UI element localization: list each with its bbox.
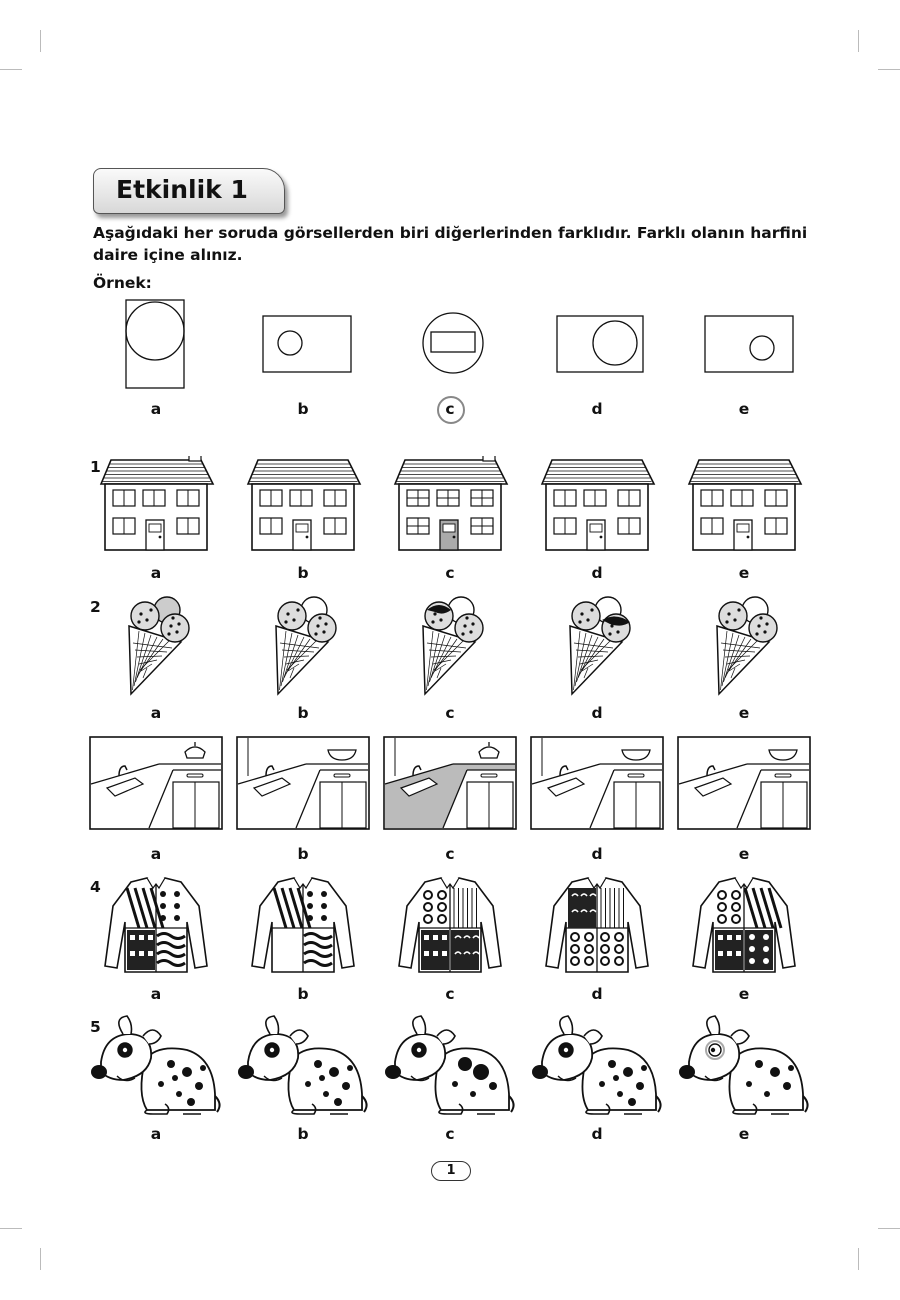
option-label[interactable]: e: [738, 845, 750, 863]
example-shape-a[interactable]: [120, 298, 190, 390]
kitchen-picture[interactable]: [383, 736, 517, 834]
dog-picture[interactable]: [528, 1014, 666, 1122]
dog-picture[interactable]: [234, 1014, 372, 1122]
dog-picture[interactable]: [87, 1014, 225, 1122]
house-picture[interactable]: [681, 456, 807, 558]
activity-title: Etkinlik 1: [116, 175, 248, 204]
option-label[interactable]: e: [738, 985, 750, 1003]
example-option-label[interactable]: a: [150, 400, 162, 418]
ice-cream-picture[interactable]: [266, 596, 356, 702]
instruction-text: Aşağıdaki her soruda görsellerden biri d…: [93, 224, 808, 264]
option-label[interactable]: a: [150, 845, 162, 863]
crop-mark: [878, 69, 900, 70]
option-label[interactable]: d: [591, 704, 603, 722]
option-label[interactable]: a: [150, 564, 162, 582]
house-picture[interactable]: [93, 453, 219, 558]
example-option-label[interactable]: c: [445, 400, 455, 418]
crop-mark: [858, 30, 859, 52]
ice-cream-picture[interactable]: [560, 596, 650, 702]
house-picture[interactable]: [534, 456, 660, 558]
example-option-label[interactable]: d: [591, 400, 603, 418]
option-label[interactable]: e: [738, 1125, 750, 1143]
option-label[interactable]: a: [150, 985, 162, 1003]
ice-cream-picture[interactable]: [707, 596, 797, 702]
option-label[interactable]: b: [297, 1125, 309, 1143]
option-label[interactable]: b: [297, 985, 309, 1003]
example-shape-d[interactable]: [554, 313, 646, 375]
option-label[interactable]: c: [445, 704, 455, 722]
shirt-picture[interactable]: [542, 876, 652, 980]
question-number: 2: [90, 598, 101, 616]
example-option-label[interactable]: e: [738, 400, 750, 418]
example-shape-c[interactable]: [420, 310, 486, 376]
house-picture[interactable]: [387, 453, 513, 558]
option-label[interactable]: b: [297, 704, 309, 722]
kitchen-picture[interactable]: [677, 736, 811, 834]
activity-title-tab: Etkinlik 1: [93, 168, 285, 214]
kitchen-picture[interactable]: [89, 736, 223, 834]
option-label[interactable]: c: [445, 845, 455, 863]
question-number: 4: [90, 878, 101, 896]
option-label[interactable]: b: [297, 845, 309, 863]
option-label[interactable]: d: [591, 1125, 603, 1143]
option-label[interactable]: b: [297, 564, 309, 582]
house-picture[interactable]: [240, 456, 366, 558]
crop-mark: [878, 1228, 900, 1229]
kitchen-picture[interactable]: [236, 736, 370, 834]
crop-mark: [0, 69, 22, 70]
shirt-picture[interactable]: [248, 876, 358, 980]
dog-picture[interactable]: [675, 1014, 813, 1122]
option-label[interactable]: a: [150, 704, 162, 722]
crop-mark: [858, 1248, 859, 1270]
example-shape-e[interactable]: [702, 313, 796, 375]
option-label[interactable]: d: [591, 564, 603, 582]
example-shape-b[interactable]: [260, 313, 354, 375]
page-number: 1: [431, 1161, 471, 1181]
kitchen-picture[interactable]: [530, 736, 664, 834]
shirt-picture[interactable]: [101, 876, 211, 980]
dog-picture[interactable]: [381, 1014, 519, 1122]
shirt-picture[interactable]: [395, 876, 505, 980]
example-option-label[interactable]: b: [297, 400, 309, 418]
question-number: 1: [90, 458, 101, 476]
option-label[interactable]: d: [591, 985, 603, 1003]
ice-cream-picture[interactable]: [119, 596, 209, 702]
option-label[interactable]: d: [591, 845, 603, 863]
crop-mark: [40, 30, 41, 52]
option-label[interactable]: c: [445, 564, 455, 582]
crop-mark: [0, 1228, 22, 1229]
crop-mark: [40, 1248, 41, 1270]
example-label: Örnek:: [93, 274, 152, 292]
option-label[interactable]: e: [738, 564, 750, 582]
ice-cream-picture[interactable]: [413, 596, 503, 702]
option-label[interactable]: c: [445, 985, 455, 1003]
question-number: 5: [90, 1018, 101, 1036]
shirt-picture[interactable]: [689, 876, 799, 980]
example-answer-circle: [437, 396, 465, 424]
option-label[interactable]: a: [150, 1125, 162, 1143]
option-label[interactable]: e: [738, 704, 750, 722]
option-label[interactable]: c: [445, 1125, 455, 1143]
